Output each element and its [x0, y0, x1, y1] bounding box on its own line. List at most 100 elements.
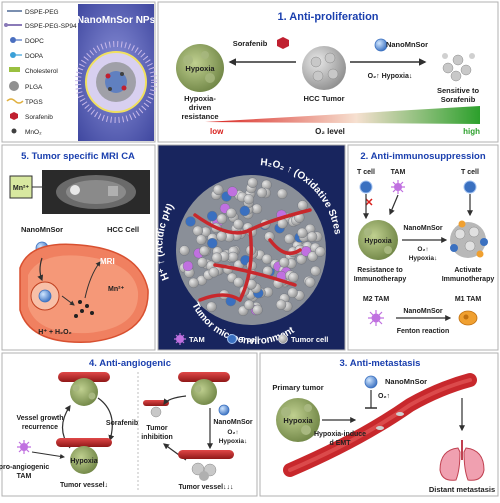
svg-text:Mn²⁺: Mn²⁺ [108, 286, 124, 293]
svg-text:Tumor vessel↓↓↓: Tumor vessel↓↓↓ [178, 484, 233, 491]
nanomnsor-icon [218, 404, 230, 416]
svg-text:Hypoxia: Hypoxia [70, 458, 97, 465]
tumor-cell [288, 272, 299, 283]
tumor-cell [208, 267, 220, 278]
panel-anti-angiogenic: 4. Anti-angiogenic Vessel growth recurre… [0, 352, 258, 497]
hypoxic-tumor-left: Hypoxia [176, 44, 224, 92]
tumor-cell [192, 225, 204, 237]
tumor-cell [226, 207, 237, 219]
svg-text:NanoMnSor: NanoMnSor [403, 308, 443, 315]
legend-item-cholesterol: Cholesterol [9, 67, 58, 75]
tumor-cell [297, 227, 308, 239]
mno2-icon [11, 128, 17, 134]
tumor-cell [243, 299, 255, 311]
blood-vessel-icon [178, 450, 234, 459]
svg-text:NanoMnSor: NanoMnSor [21, 225, 63, 234]
m2-tam-icon [368, 310, 384, 326]
tumor-cell [256, 187, 268, 199]
panel-anti-immunosuppression: 2. Anti-immunosuppression T cell TAM T c… [347, 144, 499, 351]
svg-text:HCC Cell: HCC Cell [107, 225, 139, 234]
legend-item-sorafenib: Sorafenib [10, 112, 53, 121]
legend-item-dopa: DOPA [10, 52, 44, 60]
svg-text:NanoMnSor: NanoMnSor [385, 377, 427, 386]
svg-text:O₂↑ Hypoxia↓: O₂↑ Hypoxia↓ [368, 73, 413, 80]
nanoparticle-icon [75, 41, 157, 123]
tumor-cell [251, 203, 263, 215]
tumor-cell [233, 277, 244, 288]
svg-text:DSPE-PEG-SP94: DSPE-PEG-SP94 [25, 23, 77, 30]
hcc-tumor-center [302, 46, 346, 90]
panel-anti-proliferation: 1. Anti-proliferation Hypoxia Hypoxia- d… [157, 1, 499, 143]
tumor-cell [306, 231, 318, 242]
small-tumor-inhibited [143, 400, 169, 418]
panel-mri-contrast: 5. Tumor specific MRI CA Mn²⁺ NanoMnSor … [1, 144, 156, 351]
tumor-cell [185, 216, 196, 227]
svg-text:driven: driven [189, 103, 212, 112]
svg-text:Sorafenib: Sorafenib [233, 39, 268, 48]
svg-text:Tumor cell: Tumor cell [291, 335, 328, 344]
svg-text:NanoMnSor: NanoMnSor [213, 419, 253, 426]
svg-text:O₂↑: O₂↑ [378, 393, 390, 400]
svg-text:M1 TAM: M1 TAM [455, 296, 481, 303]
tumor-cell [279, 257, 290, 268]
svg-text:Tumor: Tumor [146, 425, 168, 432]
svg-text:T cell: T cell [357, 169, 375, 176]
pro-angiogenic-tam-icon [17, 440, 31, 454]
cholesterol-icon [9, 67, 20, 72]
dopa-icon [10, 52, 16, 58]
o2-gradient-wedge [205, 106, 480, 124]
tumor-cell [179, 245, 190, 256]
blood-vessel-icon [178, 372, 230, 382]
tumor-cell [252, 304, 263, 316]
svg-text:Resistance to: Resistance to [357, 267, 403, 274]
legend-item-plga: PLGA [9, 81, 43, 91]
legend-item-dspe-peg: DSPE-PEG [7, 9, 59, 16]
legend-item-dopc: DOPC [10, 37, 44, 45]
svg-text:NanoMnSor: NanoMnSor [403, 225, 443, 232]
svg-text:resistance: resistance [181, 112, 218, 121]
tumor-cell [247, 177, 258, 188]
tumor-cell [239, 205, 251, 217]
svg-text:O₂↑: O₂↑ [417, 246, 428, 253]
tumor-cell [287, 287, 298, 298]
svg-text:O₂↑: O₂↑ [227, 429, 238, 436]
hypoxic-tumor-immuno: Hypoxia [358, 220, 398, 260]
svg-text:Hypoxia: Hypoxia [283, 416, 313, 425]
tumor-cell [297, 200, 308, 211]
svg-text:Immunotherapy: Immunotherapy [442, 276, 495, 283]
gradient-low-label: low [210, 127, 224, 136]
tumor-top-right [178, 372, 230, 405]
tcell-icon [227, 334, 237, 344]
svg-text:TAM: TAM [189, 335, 205, 344]
panel-anti-metastasis: 3. Anti-metastasis Primary tumor Hypoxia… [259, 352, 499, 497]
center-legend: TAM T cell Tumor cell [174, 333, 328, 345]
legend-item-dspe-peg-sp94: DSPE-PEG-SP94 [4, 23, 77, 30]
plga-icon [9, 81, 19, 91]
sensitive-tumor-right [442, 53, 475, 82]
svg-text:Fenton reaction: Fenton reaction [397, 328, 450, 335]
blood-vessel-icon [58, 372, 110, 382]
svg-text:HCC Tumor: HCC Tumor [303, 94, 344, 103]
blocked-cross: ✕ [364, 197, 373, 209]
panel3-title: 3. Anti-metastasis [340, 358, 421, 369]
o2-level-label: O₂ level [315, 127, 345, 136]
svg-text:Distant metastasis: Distant metastasis [429, 485, 495, 494]
tumor-cell [197, 257, 208, 268]
legend-item-mno2: MnO₂ [11, 128, 42, 136]
tumor-cell [195, 234, 207, 245]
mri-label: MRI [100, 257, 115, 266]
nanomnsor-icon [364, 375, 378, 389]
dopc-icon [10, 37, 16, 43]
svg-text:Sensitive to: Sensitive to [437, 86, 480, 95]
tumor-cell [182, 260, 194, 272]
tumor-cell [211, 252, 223, 263]
svg-text:DSPE-PEG: DSPE-PEG [25, 9, 59, 16]
svg-text:d EMT: d EMT [330, 440, 352, 447]
svg-text:Mn²⁺: Mn²⁺ [13, 185, 29, 192]
svg-text:DOPA: DOPA [25, 53, 44, 60]
svg-text:DOPC: DOPC [25, 38, 44, 45]
svg-text:TAM: TAM [17, 473, 32, 480]
svg-text:Hypoxia: Hypoxia [364, 238, 391, 245]
svg-text:TAM: TAM [391, 169, 406, 176]
svg-text:MnO₂: MnO₂ [25, 129, 42, 136]
